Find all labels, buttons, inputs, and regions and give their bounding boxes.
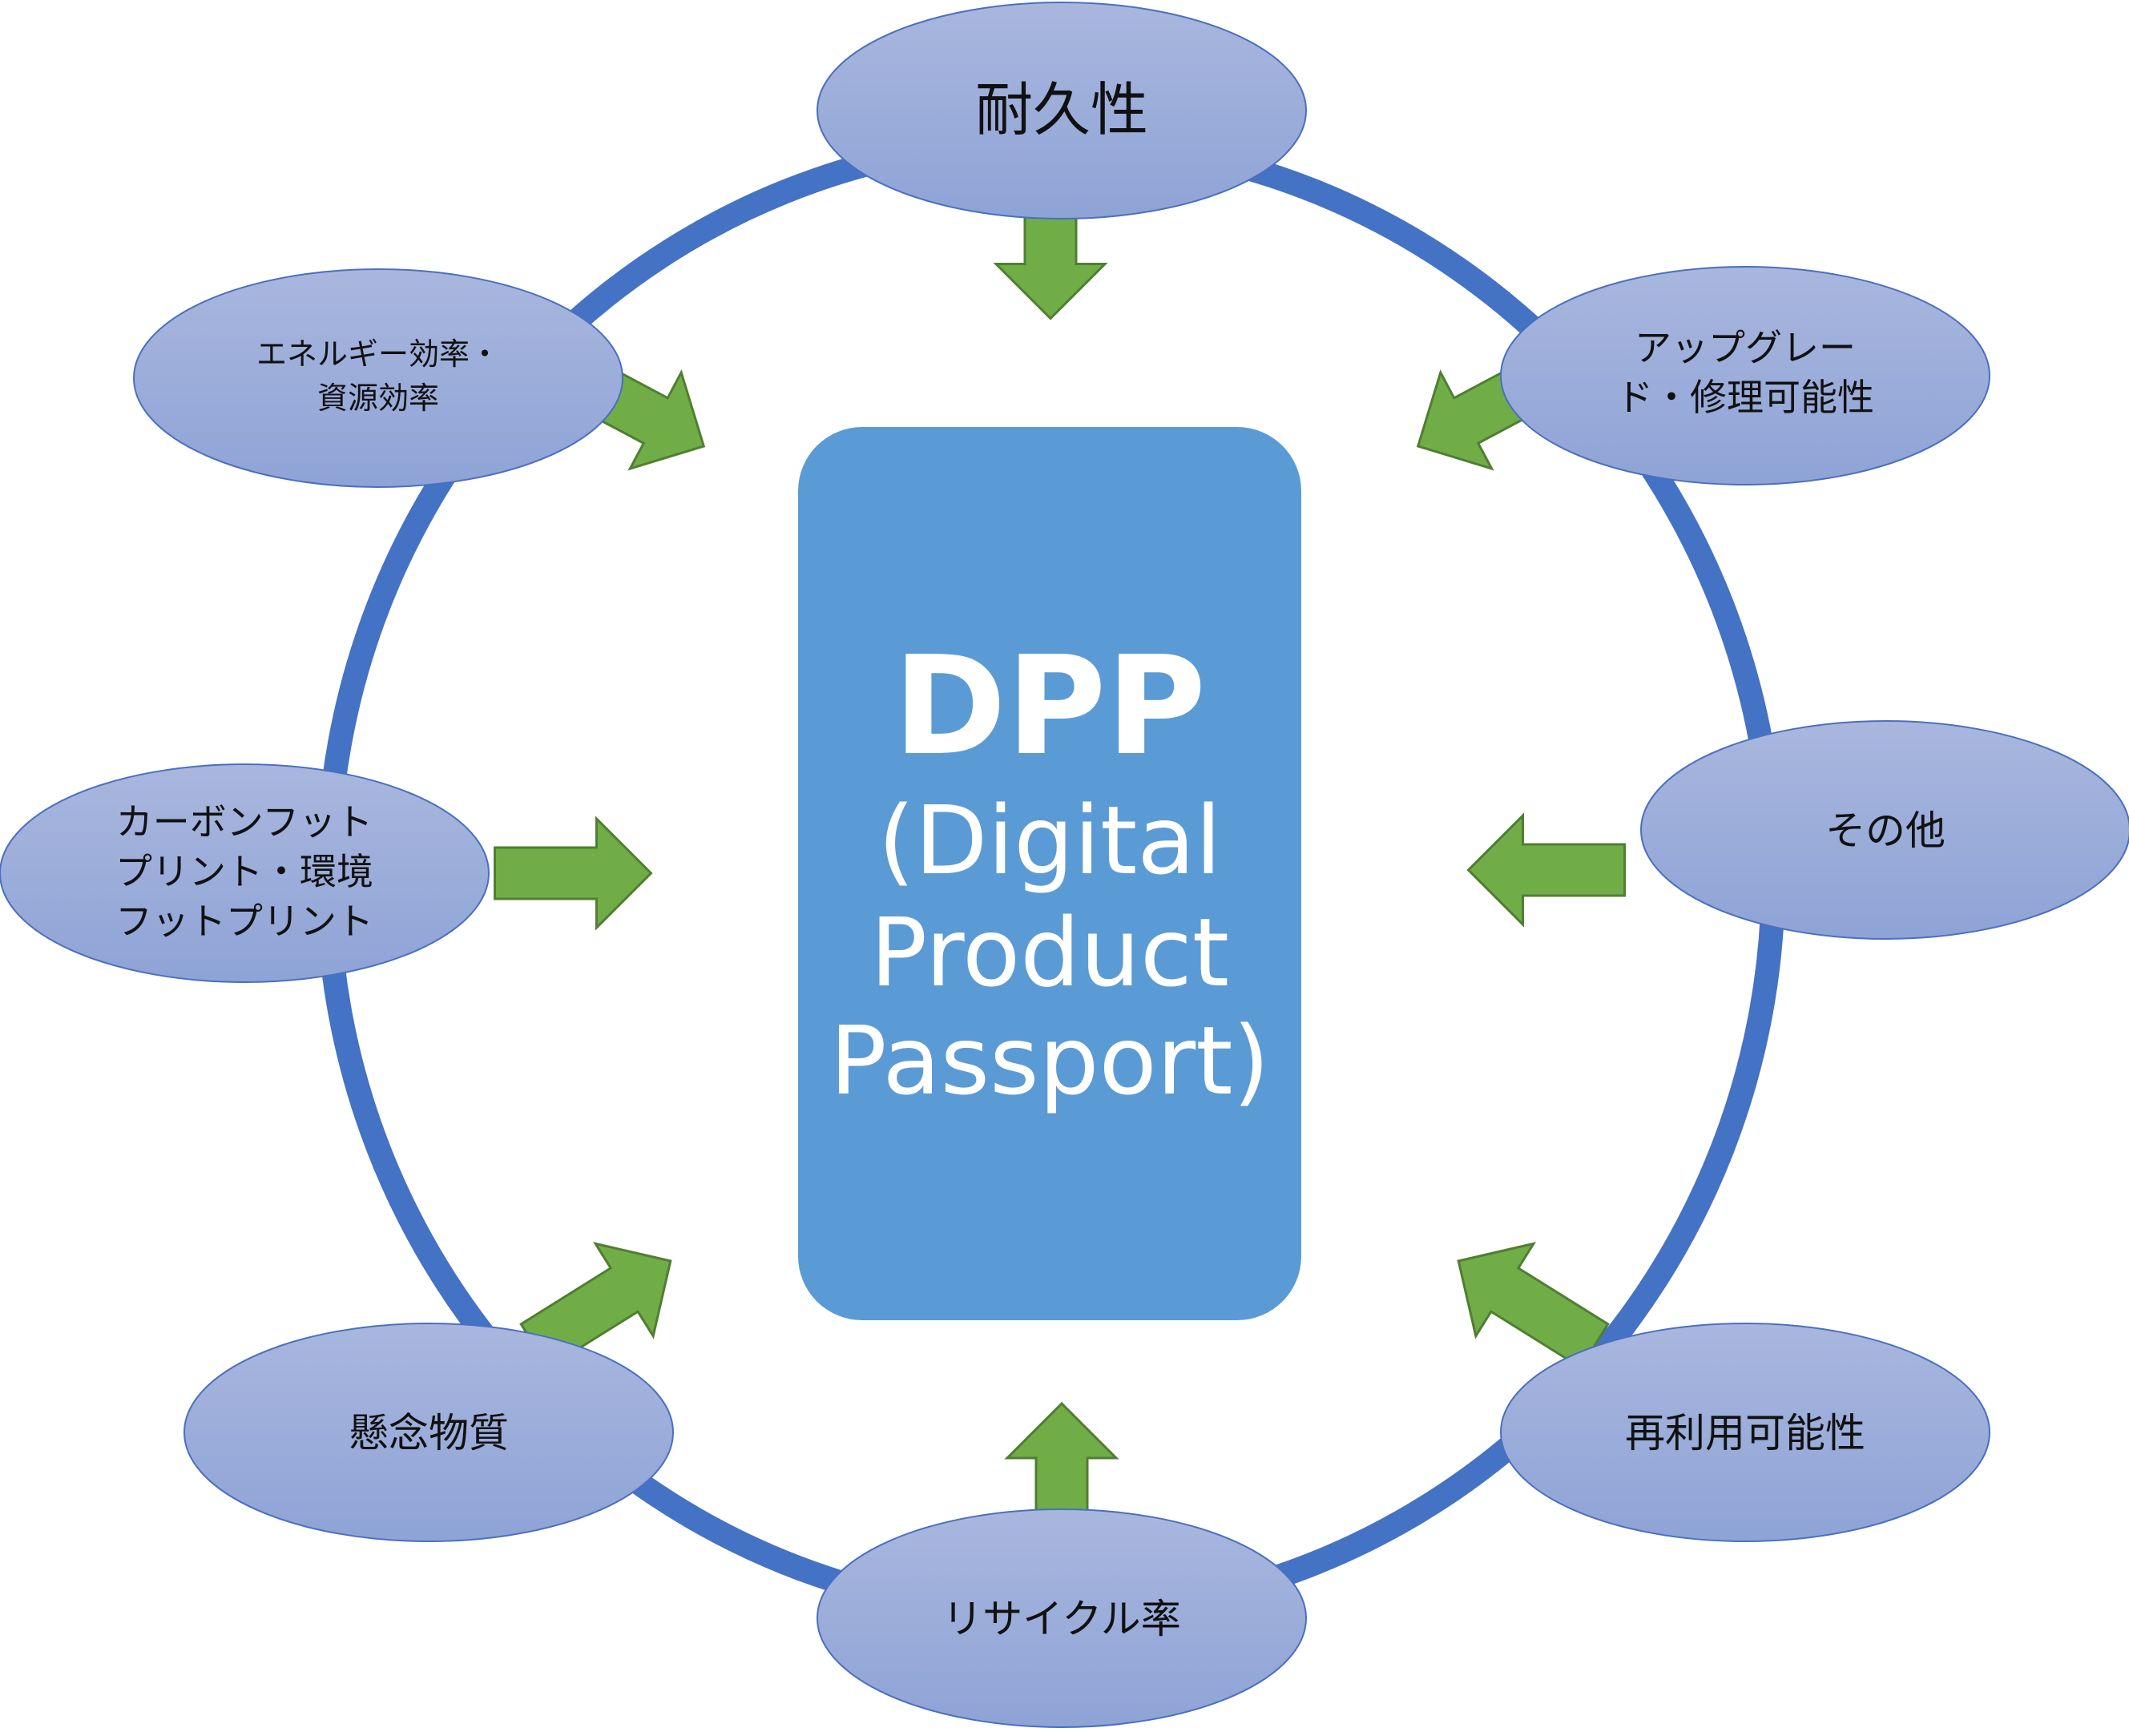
node-durability-label: 耐久性: [975, 76, 1148, 143]
node-reusability: 再利用可能性: [1500, 1323, 1990, 1542]
node-substances-of-concern: 懸念物質: [183, 1323, 674, 1542]
node-substances-of-concern-label: 懸念物質: [349, 1410, 509, 1456]
node-other: その他: [1640, 720, 2129, 940]
node-carbon-footprint-label-line-2: プリント・環境: [115, 850, 373, 893]
center-title: DPP: [893, 627, 1206, 786]
node-reusability-label: 再利用可能性: [1625, 1410, 1865, 1456]
node-durability: 耐久性: [817, 2, 1307, 220]
arrow-from-carbon-footprint: [494, 816, 653, 931]
center-subtitle-line-2: Product: [870, 897, 1229, 1008]
center-subtitle-line-1: (Digital: [878, 785, 1222, 896]
node-upgrade-repair: アップグレー ド・修理可能性: [1500, 266, 1990, 485]
arrow-from-other: [1466, 812, 1626, 928]
center-subtitle-line-3: Passport): [829, 1005, 1269, 1116]
node-energy-efficiency-label-line-2: 資源効率: [317, 381, 439, 416]
node-carbon-footprint-label-line-1: カーボンフット: [116, 800, 373, 844]
node-energy-efficiency-label-line-1: エネルギー効率・: [256, 336, 500, 372]
node-upgrade-repair-label-line-2: ド・修理可能性: [1616, 376, 1874, 419]
center-box: DPP (Digital Product Passport): [798, 427, 1301, 1320]
node-carbon-footprint-label-line-3: フットプリント: [115, 900, 373, 943]
arrow-from-reusability: [1457, 1242, 1610, 1370]
node-carbon-footprint: カーボンフット プリント・環境 フットプリント: [0, 763, 490, 983]
node-recycling-rate-label: リサイクル率: [942, 1596, 1181, 1642]
node-energy-efficiency: エネルギー効率・ 資源効率: [133, 268, 623, 488]
node-other-label: その他: [1825, 808, 1946, 854]
node-recycling-rate: リサイクル率: [817, 1508, 1307, 1728]
node-upgrade-repair-label-line-1: アップグレー: [1635, 326, 1856, 369]
